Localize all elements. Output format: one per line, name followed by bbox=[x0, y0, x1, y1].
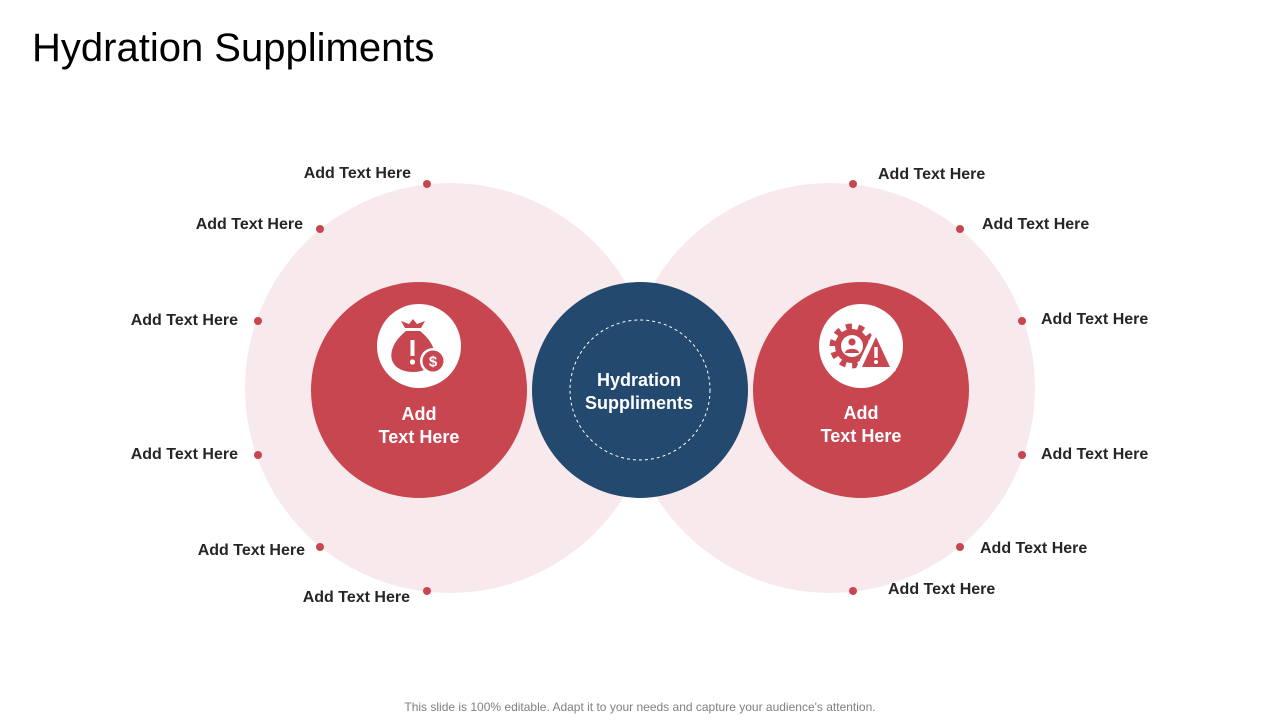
left-dot bbox=[254, 451, 262, 459]
left-dot bbox=[316, 225, 324, 233]
left-label-4: Add Text Here bbox=[130, 446, 238, 463]
left-dot bbox=[254, 317, 262, 325]
center-label-line1: Hydration bbox=[597, 370, 681, 390]
right-label-5: Add Text Here bbox=[980, 540, 1088, 557]
left-label-1: Add Text Here bbox=[303, 165, 411, 182]
right-node-label-line1: Add bbox=[844, 403, 879, 423]
left-dot bbox=[423, 587, 431, 595]
center-hub-dashed-ring bbox=[569, 319, 711, 461]
center-label-line2: Suppliments bbox=[585, 393, 693, 413]
right-label-1: Add Text Here bbox=[878, 166, 986, 183]
gear-user-warning-icon bbox=[829, 323, 896, 372]
right-dot bbox=[849, 180, 857, 188]
right-label-2: Add Text Here bbox=[982, 216, 1090, 233]
svg-text:$: $ bbox=[429, 354, 438, 371]
left-label-3: Add Text Here bbox=[130, 312, 238, 329]
page-title: Hydration Suppliments bbox=[32, 26, 435, 70]
right-dot bbox=[849, 587, 857, 595]
left-dot bbox=[316, 543, 324, 551]
footer-note: This slide is 100% editable. Adapt it to… bbox=[404, 700, 876, 714]
left-node-label-line2: Text Here bbox=[379, 427, 460, 447]
left-label-5: Add Text Here bbox=[197, 542, 305, 559]
center-hub-circle bbox=[532, 282, 748, 498]
right-label-3: Add Text Here bbox=[1041, 311, 1149, 328]
left-node-circle bbox=[311, 282, 527, 498]
left-label-2: Add Text Here bbox=[195, 216, 303, 233]
left-dot bbox=[423, 180, 431, 188]
right-node-label-line2: Text Here bbox=[821, 426, 902, 446]
left-label-6: Add Text Here bbox=[302, 589, 410, 606]
money-bag-alert-icon: $ bbox=[391, 319, 446, 374]
right-label-4: Add Text Here bbox=[1041, 446, 1149, 463]
left-node-label-line1: Add bbox=[402, 404, 437, 424]
right-dot bbox=[956, 225, 964, 233]
right-dot bbox=[1018, 317, 1026, 325]
right-dot bbox=[1018, 451, 1026, 459]
right-dot bbox=[956, 543, 964, 551]
right-node-circle bbox=[753, 282, 969, 498]
right-label-6: Add Text Here bbox=[888, 581, 996, 598]
